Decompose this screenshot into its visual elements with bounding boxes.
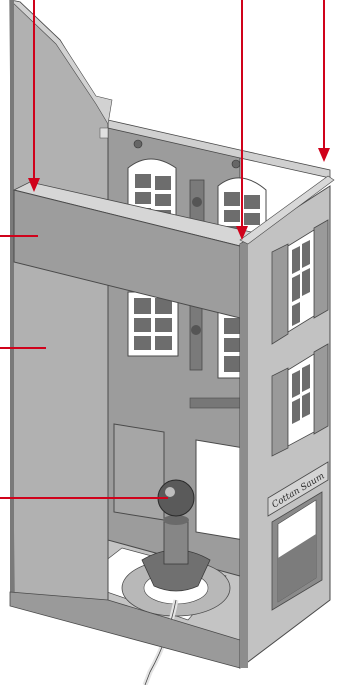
leader-line-top-right <box>318 0 330 162</box>
mount-hole <box>231 159 241 169</box>
mount-hole <box>133 139 143 149</box>
leader-line-top-middle <box>236 0 248 240</box>
wall-knob <box>192 197 202 207</box>
ledge <box>189 397 245 409</box>
front-window-middle <box>271 343 329 457</box>
left-wall-notch <box>99 127 109 139</box>
back-door <box>113 423 165 521</box>
leader-line-top-left <box>28 0 40 192</box>
shop-window-opening <box>195 439 245 541</box>
light-bulb-icon <box>141 479 211 592</box>
left-wall-front-edge <box>10 0 14 606</box>
front-wall-top-edge <box>239 175 335 245</box>
left-wall <box>9 0 109 609</box>
window-middle-left <box>127 291 179 357</box>
front-wall-edge <box>240 240 248 668</box>
wall-knob-middle <box>191 325 201 335</box>
front-shop-doorway <box>271 491 323 611</box>
front-window-upper <box>271 219 329 345</box>
